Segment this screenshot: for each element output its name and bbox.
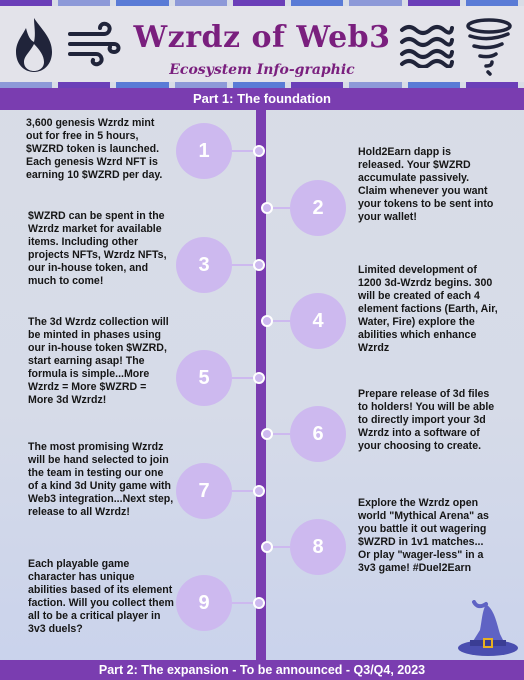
step-dot [253,145,265,157]
wizard-hat-icon [458,600,518,656]
fire-icon [16,18,52,72]
step-text-7: The most promising Wzrdz will be hand se… [28,441,174,518]
step-number-8: 8 [290,519,346,575]
step-dot [261,428,273,440]
timeline-spine [256,110,266,662]
step-connector [232,490,256,492]
step-text-3: $WZRD can be spent in the Wzrdz market f… [28,210,167,287]
step-number-5: 5 [176,350,232,406]
step-text-9: Each playable game character has unique … [28,558,174,635]
step-text-8: Explore the Wzrdz open world "Mythical A… [358,497,489,574]
step-number-3: 3 [176,237,232,293]
step-dot [253,597,265,609]
step-connector [266,207,290,209]
step-text-1: 3,600 genesis Wzrdz mint out for free in… [26,117,163,181]
step-dot [253,259,265,271]
page-subtitle: Ecosystem Info-graphic [169,62,355,78]
step-connector [232,377,256,379]
step-connector [266,546,290,548]
wind-icon [68,21,121,67]
step-text-5: The 3d Wzrdz collection will be minted i… [28,316,169,406]
step-number-7: 7 [176,463,232,519]
step-dot [261,541,273,553]
step-connector [266,433,290,435]
tornado-icon [466,18,512,76]
step-text-6: Prepare release of 3d files to holders! … [358,388,495,452]
step-connector [232,264,256,266]
step-number-4: 4 [290,293,346,349]
header: Wzrdz of Web3 Ecosystem Info-graphic [0,6,524,82]
top-stripe [0,0,524,6]
part1-banner: Part 1: The foundation [0,88,524,110]
step-number-6: 6 [290,406,346,462]
step-number-1: 1 [176,123,232,179]
step-connector [266,320,290,322]
page-title: Wzrdz of Web3 [133,20,391,55]
step-connector [232,602,256,604]
part2-banner: Part 2: The expansion - To be announced … [0,660,524,680]
step-dot [253,485,265,497]
step-dot [253,372,265,384]
header-bottom-stripe [0,82,524,88]
step-text-4: Limited development of 1200 3d-Wzrdz beg… [358,264,498,354]
step-text-2: Hold2Earn dapp is released. Your $WZRD a… [358,146,494,223]
step-number-9: 9 [176,575,232,631]
step-dot [261,315,273,327]
water-icon [400,25,454,68]
step-number-2: 2 [290,180,346,236]
step-connector [232,150,256,152]
step-dot [261,202,273,214]
